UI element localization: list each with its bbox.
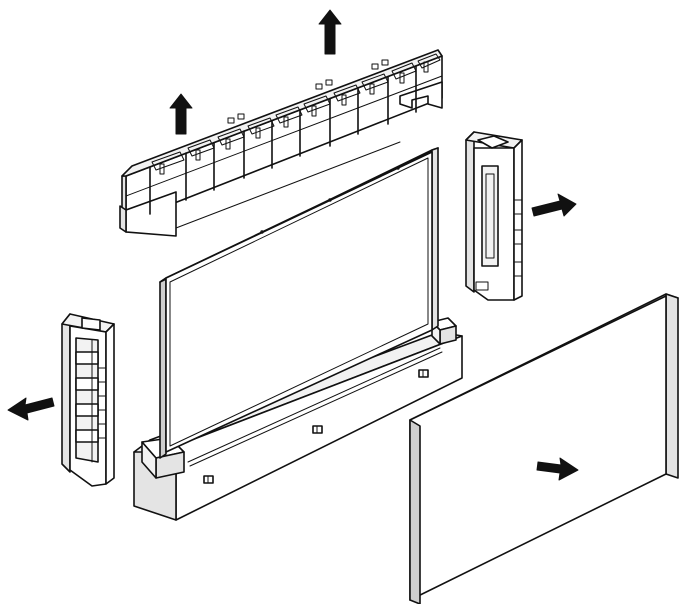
display-panel [159,147,439,459]
right-side-foam-cushion [465,131,523,301]
arrow-right-icon [531,193,577,217]
slot-markers [203,369,429,484]
arrow-up-icon [169,93,193,135]
arrow-left-icon [7,397,55,421]
left-side-foam-cushion [61,313,115,487]
arrow-right-icon [536,457,579,481]
front-protective-board [409,293,679,604]
arrow-up-icon [318,9,342,55]
top-foam-cushion [119,49,443,237]
